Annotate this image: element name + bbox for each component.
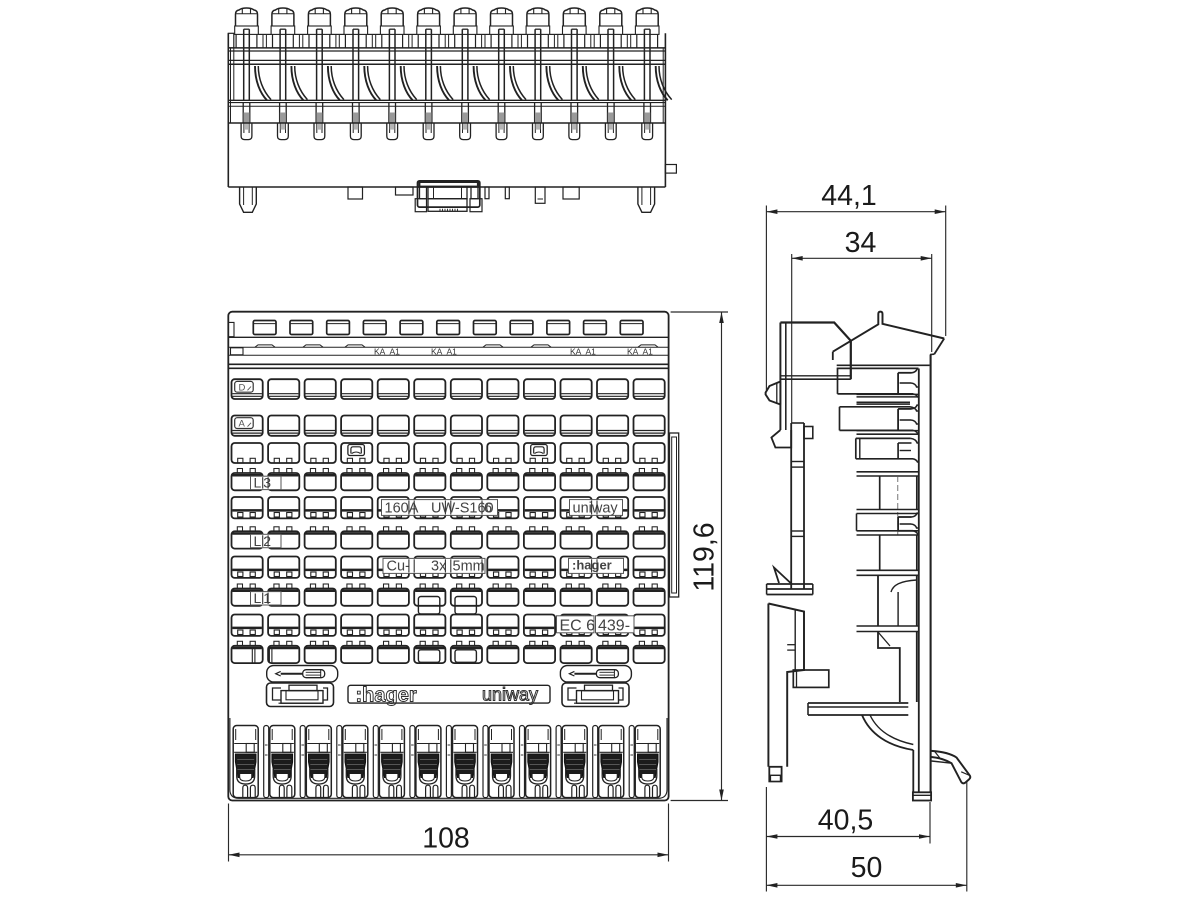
svg-text:EC 6: EC 6 bbox=[560, 618, 596, 635]
svg-text:KA: KA bbox=[627, 347, 639, 357]
svg-text:uniway: uniway bbox=[573, 501, 619, 517]
svg-text:KA: KA bbox=[570, 347, 582, 357]
svg-text:L2: L2 bbox=[254, 533, 274, 549]
svg-text:A1: A1 bbox=[390, 347, 401, 357]
svg-text::hager: :hager bbox=[356, 684, 417, 706]
svg-text:439-: 439- bbox=[598, 618, 630, 635]
svg-text:108: 108 bbox=[422, 823, 470, 855]
svg-text:D: D bbox=[239, 382, 246, 393]
svg-text:34: 34 bbox=[845, 227, 877, 259]
svg-text:L1: L1 bbox=[254, 590, 274, 606]
svg-text:50: 50 bbox=[851, 852, 883, 884]
svg-text:3x: 3x bbox=[431, 559, 447, 575]
svg-text:L3: L3 bbox=[254, 475, 274, 491]
svg-text:UW-S160: UW-S160 bbox=[431, 501, 494, 517]
svg-text:44,1: 44,1 bbox=[821, 180, 876, 212]
svg-text:A1: A1 bbox=[447, 347, 458, 357]
svg-text:40,5: 40,5 bbox=[818, 805, 873, 837]
svg-text:119,6: 119,6 bbox=[689, 522, 721, 591]
svg-text:6: 6 bbox=[484, 501, 492, 517]
svg-text:Cu-: Cu- bbox=[387, 559, 411, 575]
svg-text:A1: A1 bbox=[586, 347, 597, 357]
svg-text:KA: KA bbox=[374, 347, 386, 357]
svg-text:KA: KA bbox=[431, 347, 443, 357]
svg-text:5mm: 5mm bbox=[453, 559, 485, 575]
svg-text:A1: A1 bbox=[643, 347, 654, 357]
svg-text:A: A bbox=[239, 419, 246, 430]
svg-text:160A: 160A bbox=[385, 501, 419, 517]
svg-text:uniway: uniway bbox=[482, 684, 538, 704]
